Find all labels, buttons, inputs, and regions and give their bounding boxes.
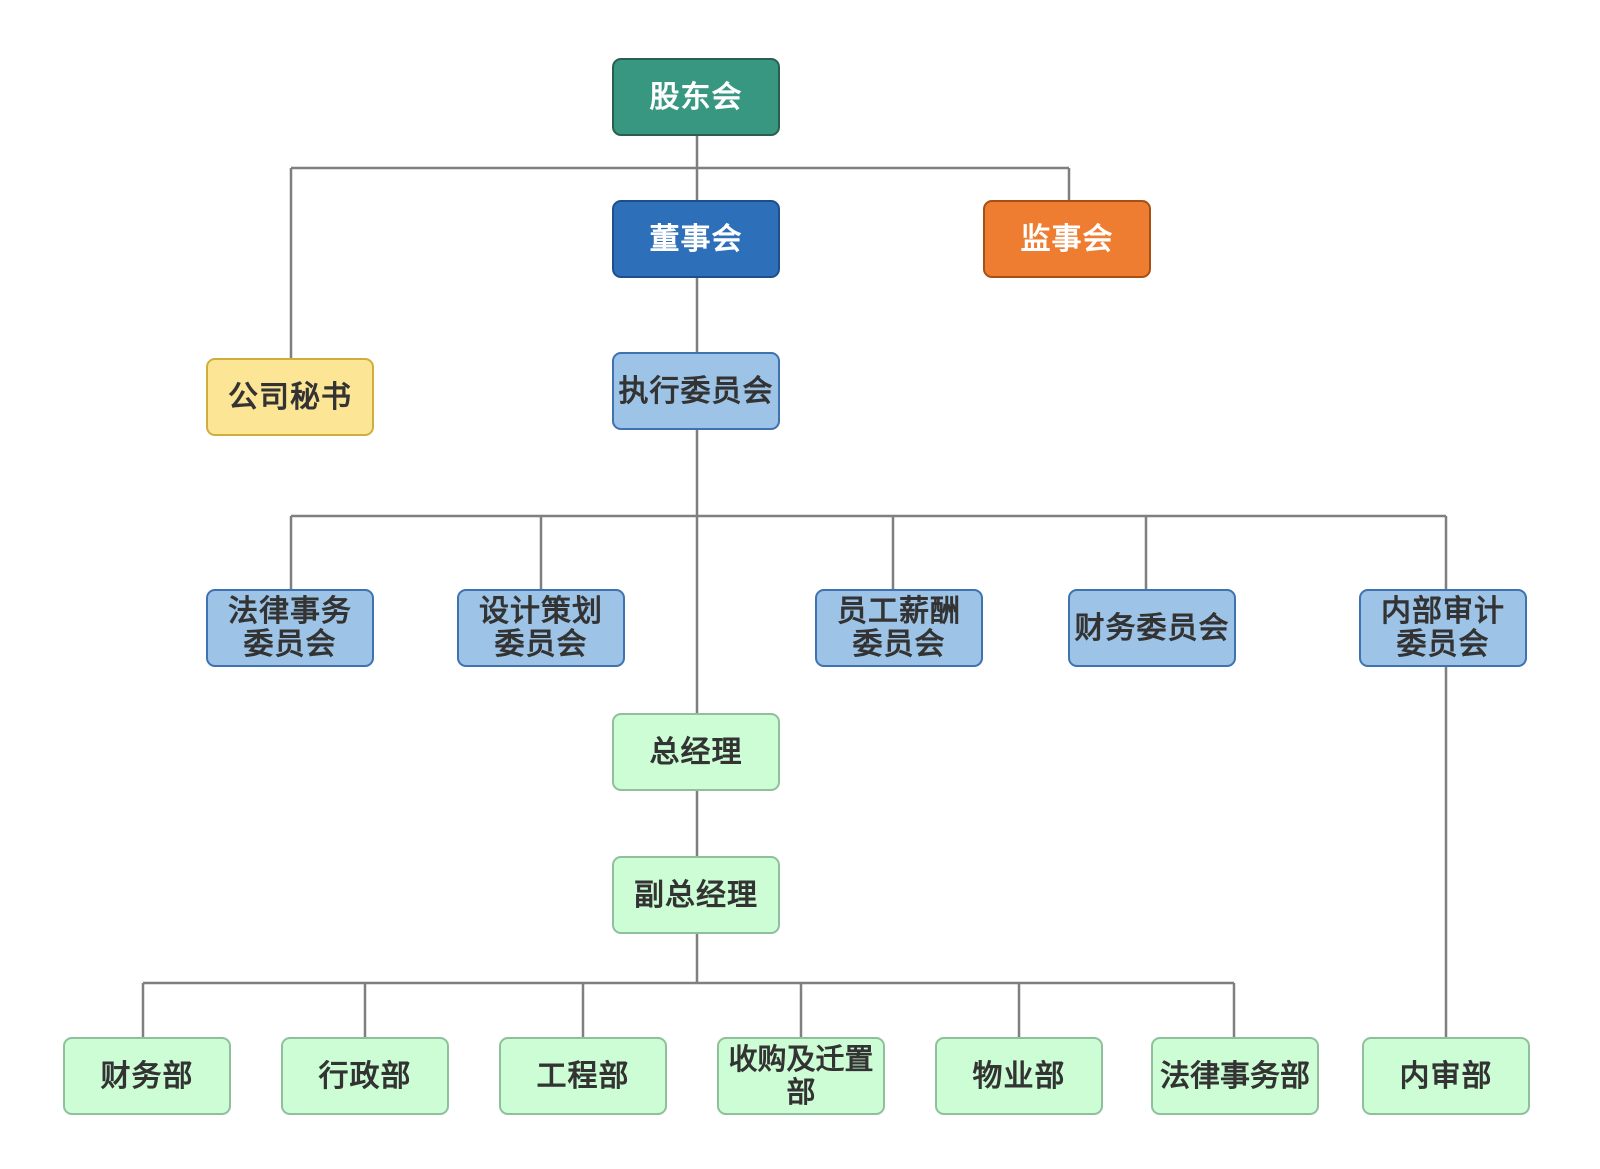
node-shareholders: 股东会 <box>612 58 780 136</box>
node-design-committee: 设计策划 委员会 <box>457 589 625 667</box>
node-gm: 总经理 <box>612 713 780 791</box>
node-deputy-gm: 副总经理 <box>612 856 780 934</box>
node-acquisition-dept: 收购及迁置部 <box>717 1037 885 1115</box>
node-compensation-committee: 员工薪酬 委员会 <box>815 589 983 667</box>
node-board: 董事会 <box>612 200 780 278</box>
node-admin-dept: 行政部 <box>281 1037 449 1115</box>
node-secretary: 公司秘书 <box>206 358 374 436</box>
node-executive: 执行委员会 <box>612 352 780 430</box>
node-supervisors: 监事会 <box>983 200 1151 278</box>
node-audit-committee: 内部审计 委员会 <box>1359 589 1527 667</box>
node-legal-dept: 法律事务部 <box>1151 1037 1319 1115</box>
node-legal-committee: 法律事务 委员会 <box>206 589 374 667</box>
node-finance-dept: 财务部 <box>63 1037 231 1115</box>
node-property-dept: 物业部 <box>935 1037 1103 1115</box>
node-engineering-dept: 工程部 <box>499 1037 667 1115</box>
node-finance-committee: 财务委员会 <box>1068 589 1236 667</box>
node-internal-audit-dept: 内审部 <box>1362 1037 1530 1115</box>
